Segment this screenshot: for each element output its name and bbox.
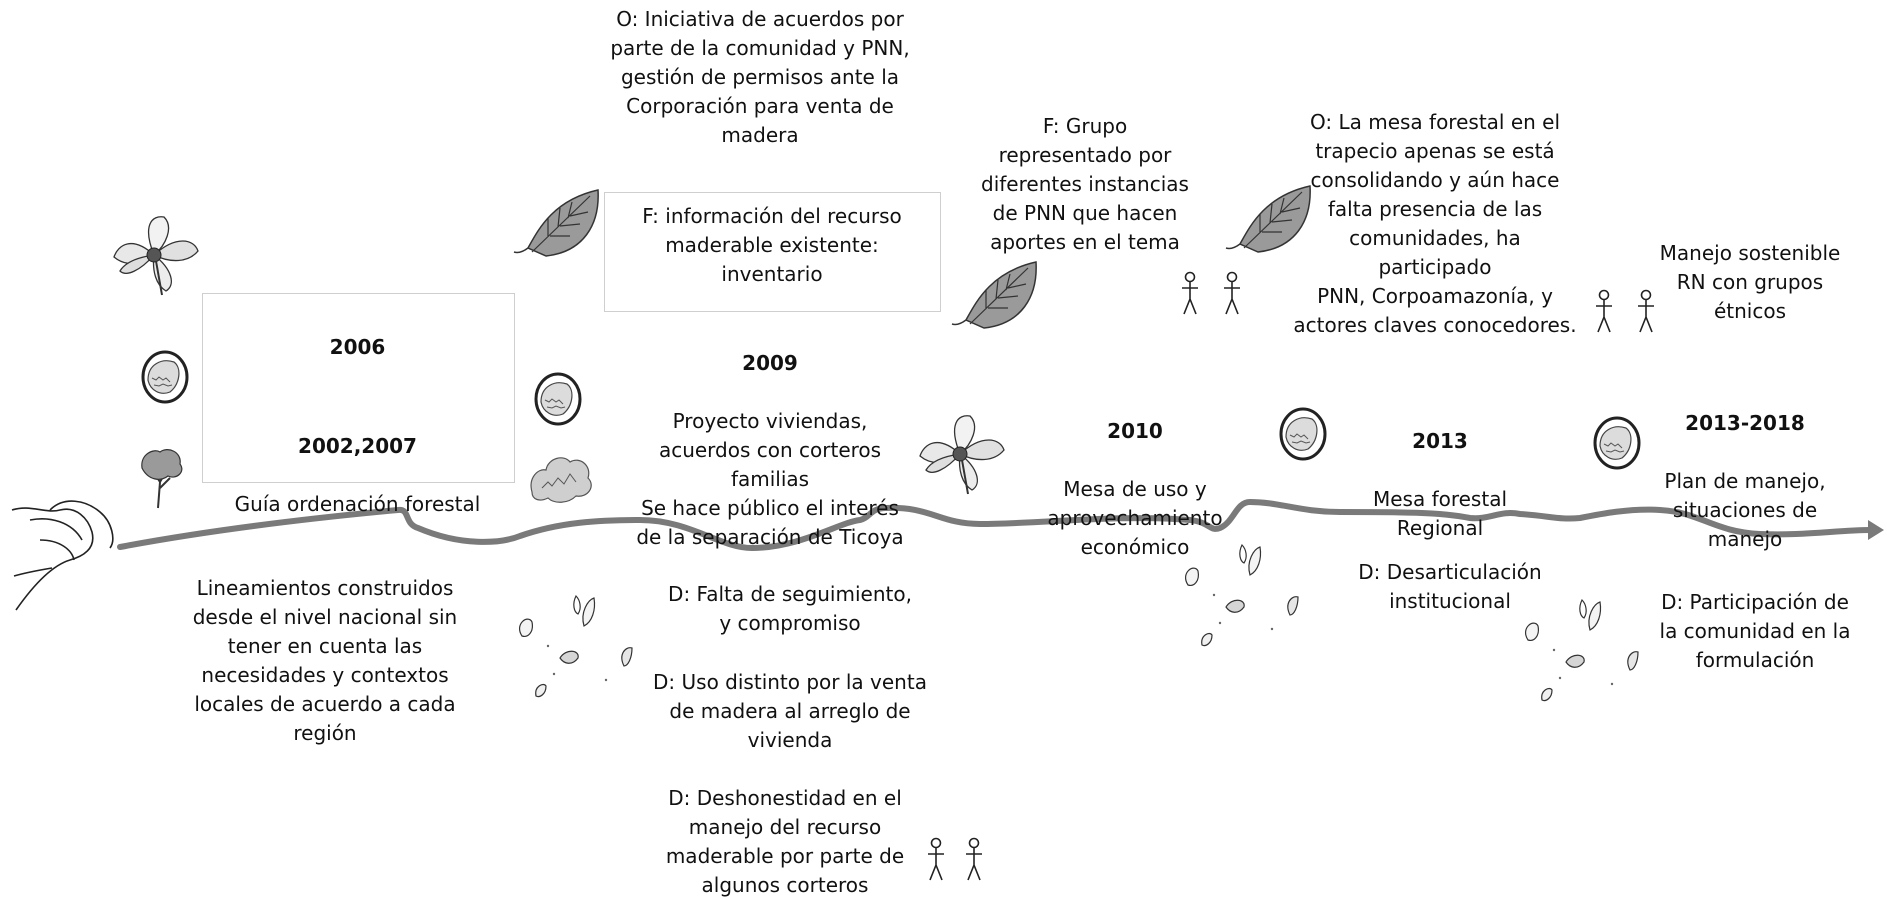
leaf-icon xyxy=(513,189,599,257)
weakness-2013-text: D: Desarticulación institucional xyxy=(1358,560,1542,613)
milestone-2010: 2010 Mesa de uso y aprovechamiento econó… xyxy=(1020,388,1250,591)
timeline-wave xyxy=(117,498,1873,552)
milestone-year: 2006 xyxy=(329,335,386,359)
milestone-2009: 2009 Proyecto viviendas, acuerdos con co… xyxy=(600,320,940,581)
people-icon xyxy=(927,837,983,881)
milestone-desc: Guía ordenación forestal xyxy=(234,492,481,516)
opportunity-2013-text: O: La mesa forestal en el trapecio apena… xyxy=(1293,110,1577,337)
manejo-sostenible-text: Manejo sostenible RN con grupos étnicos xyxy=(1659,241,1841,323)
milestone-year: 2010 xyxy=(1107,419,1163,443)
strength-2009-text: F: información del recurso maderable exi… xyxy=(642,204,902,286)
milestone-2006-box xyxy=(202,293,515,483)
milestone-2013-2018: 2013-2018 Plan de manejo, situaciones de… xyxy=(1640,380,1850,583)
falling-petals-icon xyxy=(518,595,633,698)
leaf-icon xyxy=(951,261,1037,329)
timeline-arrowhead xyxy=(1868,520,1884,540)
milestone-desc: Mesa forestal Regional xyxy=(1372,487,1508,540)
tree-icon xyxy=(141,449,183,509)
weakness-2009-a-text: D: Falta de seguimiento, y compromiso xyxy=(668,582,912,635)
milestone-year: 2013-2018 xyxy=(1685,411,1805,435)
people-icon xyxy=(1181,271,1241,315)
seed-icon xyxy=(141,350,189,404)
milestone-desc: Mesa de uso y aprovechamiento económico xyxy=(1047,477,1223,559)
seed-icon xyxy=(534,372,582,426)
milestone-year-range: 2002,2007 xyxy=(298,434,417,458)
seed-icon xyxy=(1593,416,1641,470)
weakness-2009-b-text: D: Uso distinto por la venta de madera a… xyxy=(653,670,927,752)
milestone-2013: 2013 Mesa forestal Regional xyxy=(1340,398,1540,572)
milestone-year: 2013 xyxy=(1412,429,1468,453)
weakness-2006-text: Lineamientos construidos desde el nivel … xyxy=(192,576,458,745)
milestone-desc: Plan de manejo, situaciones de manejo xyxy=(1664,469,1826,551)
seed-icon xyxy=(1279,407,1327,461)
hand-icon xyxy=(11,500,114,611)
milestone-2006: 2006 2002,2007 Guía ordenación forestal xyxy=(202,304,513,548)
weakness-2009-c-text: D: Deshonestidad en el manejo del recurs… xyxy=(665,786,905,897)
milestone-year: 2009 xyxy=(742,351,798,375)
weakness-2013-2018-text: D: Participación de la comunidad en la f… xyxy=(1659,590,1851,672)
shrub-icon xyxy=(530,457,592,503)
strength-2009-box xyxy=(604,192,941,312)
strength-2010-text: F: Grupo representado por diferentes ins… xyxy=(981,114,1189,254)
opportunity-2009-text: O: Iniciativa de acuerdos por parte de l… xyxy=(610,7,910,147)
milestone-desc: Proyecto viviendas, acuerdos con cortero… xyxy=(636,409,904,549)
flower-icon xyxy=(113,215,199,296)
